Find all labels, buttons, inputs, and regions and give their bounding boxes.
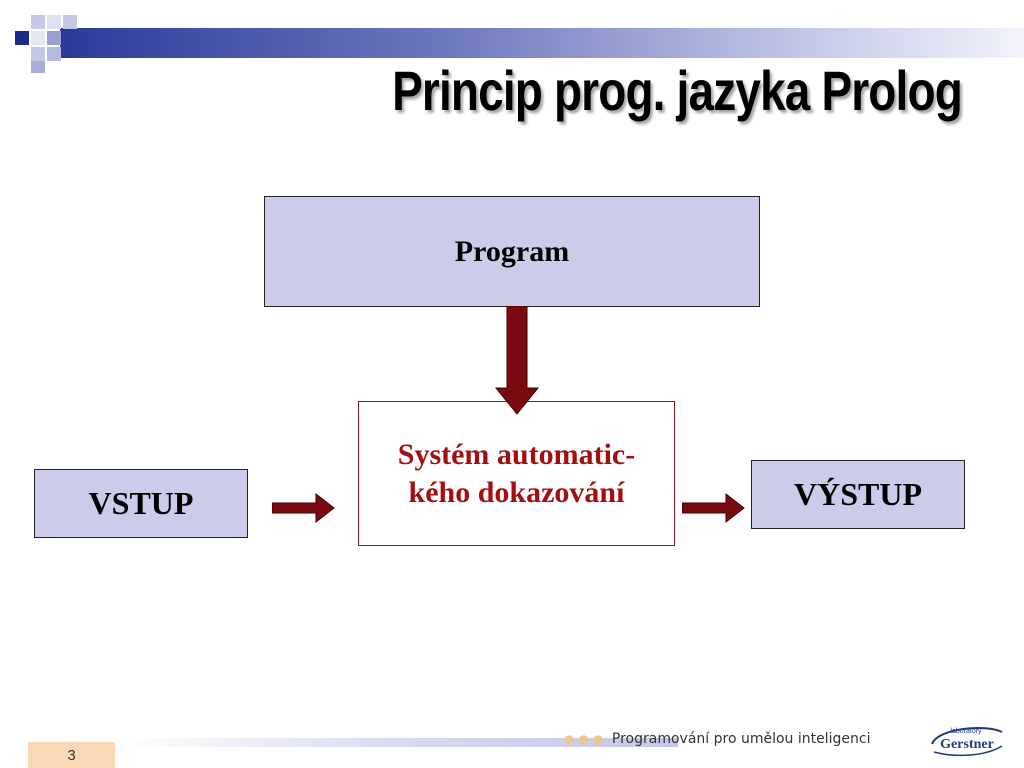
arrow-right-icon — [682, 492, 745, 524]
arrow-right-icon — [272, 492, 335, 524]
input-box: VSTUP — [34, 469, 248, 538]
footer-course-title: ●●● Programování pro umělou inteligenci — [564, 731, 870, 747]
header-square-mid — [47, 47, 61, 61]
system-label-line2: kého dokazování — [408, 475, 625, 509]
system-box: Systém automatic- kého dokazování — [358, 401, 675, 546]
header-square-light — [47, 15, 61, 29]
header-square-light — [31, 31, 45, 45]
header-square-light — [31, 47, 45, 61]
header-square-dark — [15, 31, 29, 45]
page-title: Princip prog. jazyka Prolog — [392, 59, 963, 122]
header-square-mid — [31, 61, 45, 73]
program-label: Program — [454, 234, 570, 268]
header-square-light — [31, 15, 45, 29]
output-box: VÝSTUP — [751, 460, 965, 529]
gerstner-logo: laboratory Gerstner — [931, 727, 1003, 757]
header-square-mid — [47, 31, 61, 45]
footer-gradient-line — [118, 738, 678, 747]
bullet-dot-icon: ● — [564, 732, 575, 746]
output-label: VÝSTUP — [793, 476, 922, 512]
logo-top-text: laboratory — [950, 728, 982, 735]
footer-course-text: Programování pro umělou inteligenci — [611, 731, 871, 747]
logo-main-text: Gerstner — [940, 737, 994, 752]
bullet-dot-icon: ● — [592, 732, 604, 746]
system-label-line1: Systém automatic- — [397, 437, 636, 471]
bullet-dot-icon: ● — [578, 732, 589, 746]
page-number: 3 — [28, 742, 115, 768]
arrow-down-icon — [494, 306, 540, 415]
program-box: Program — [264, 196, 760, 307]
input-label: VSTUP — [88, 485, 194, 521]
header-gradient-bar — [60, 28, 1024, 58]
header-square-light — [63, 15, 77, 29]
